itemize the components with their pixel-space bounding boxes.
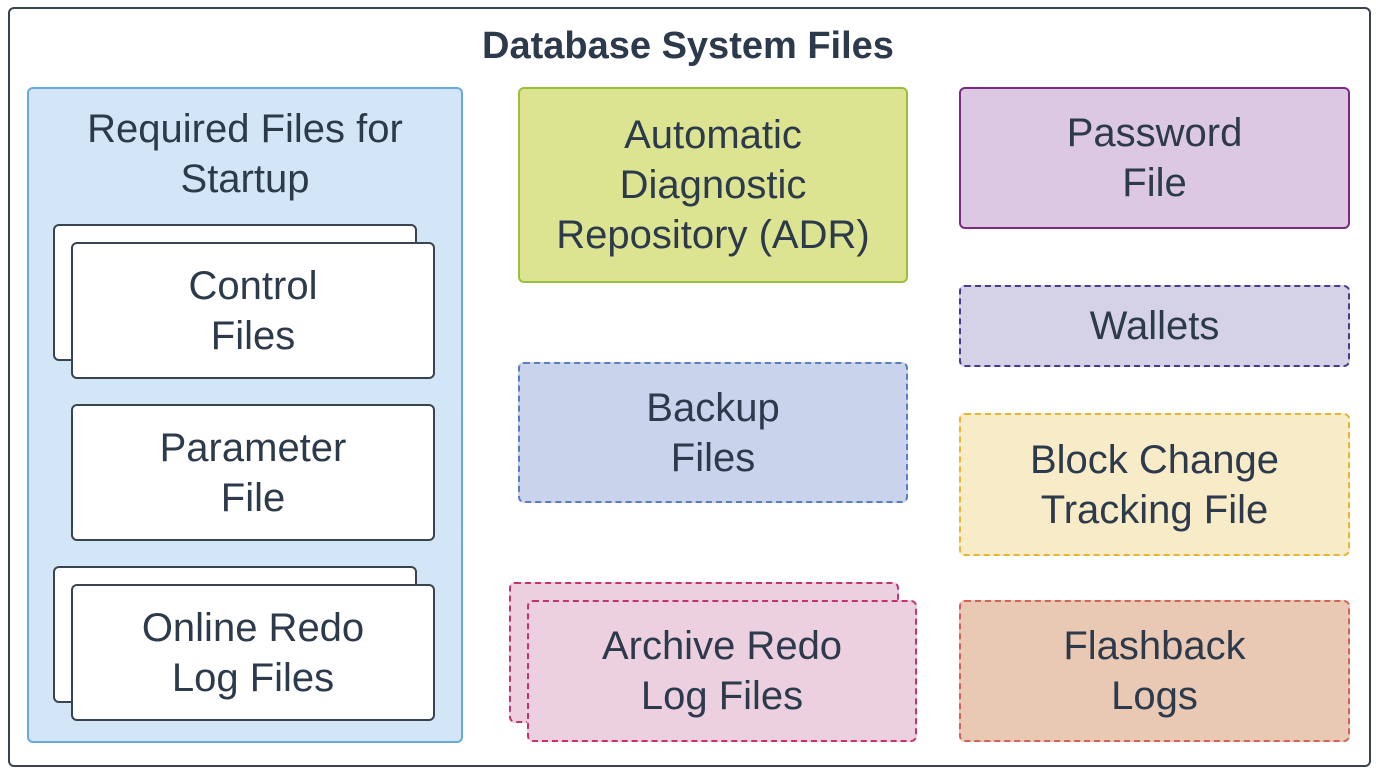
adr-box: Automatic Diagnostic Repository (ADR) (518, 87, 908, 283)
parameter-file-box: Parameter File (71, 404, 435, 541)
flashback-line2: Logs (1111, 674, 1198, 718)
required-files-label-line2: Startup (180, 157, 310, 201)
online-redo-line2: Log Files (171, 655, 335, 700)
block-change-line1: Block Change (1029, 437, 1280, 482)
password-file-line2: File (1122, 161, 1187, 205)
adr-line3: Repository (ADR) (556, 213, 870, 257)
backup-files-box: Backup Files (518, 362, 908, 503)
required-files-label: Required Files for Startup (27, 104, 463, 204)
block-change-line2: Tracking File (1040, 487, 1269, 532)
online-redo-line1: Online Redo (141, 605, 365, 650)
online-redo-box: Online Redo Log Files (71, 584, 435, 721)
password-file-line1: Password (1066, 111, 1243, 155)
parameter-file-line2: File (220, 475, 286, 520)
archive-redo-line1: Archive Redo (601, 624, 843, 668)
archive-redo-line2: Log Files (640, 674, 804, 718)
flashback-logs-box: Flashback Logs (959, 600, 1350, 742)
adr-line1: Automatic (624, 113, 802, 157)
adr-line2: Diagnostic (619, 163, 807, 207)
control-files-box: Control Files (71, 242, 435, 379)
parameter-file-line1: Parameter (159, 425, 347, 470)
backup-files-line2: Files (670, 435, 756, 480)
archive-redo-box: Archive Redo Log Files (527, 600, 917, 742)
control-files-line2: Files (210, 313, 296, 358)
flashback-line1: Flashback (1063, 624, 1246, 668)
block-change-tracking-box: Block Change Tracking File (959, 413, 1350, 556)
wallets-label: Wallets (1089, 304, 1220, 348)
required-files-label-line1: Required Files for (87, 107, 403, 151)
backup-files-line1: Backup (646, 385, 780, 430)
password-file-box: Password File (959, 87, 1350, 229)
control-files-line1: Control (188, 263, 318, 308)
wallets-box: Wallets (959, 285, 1350, 367)
diagram-title: Database System Files (482, 25, 894, 67)
